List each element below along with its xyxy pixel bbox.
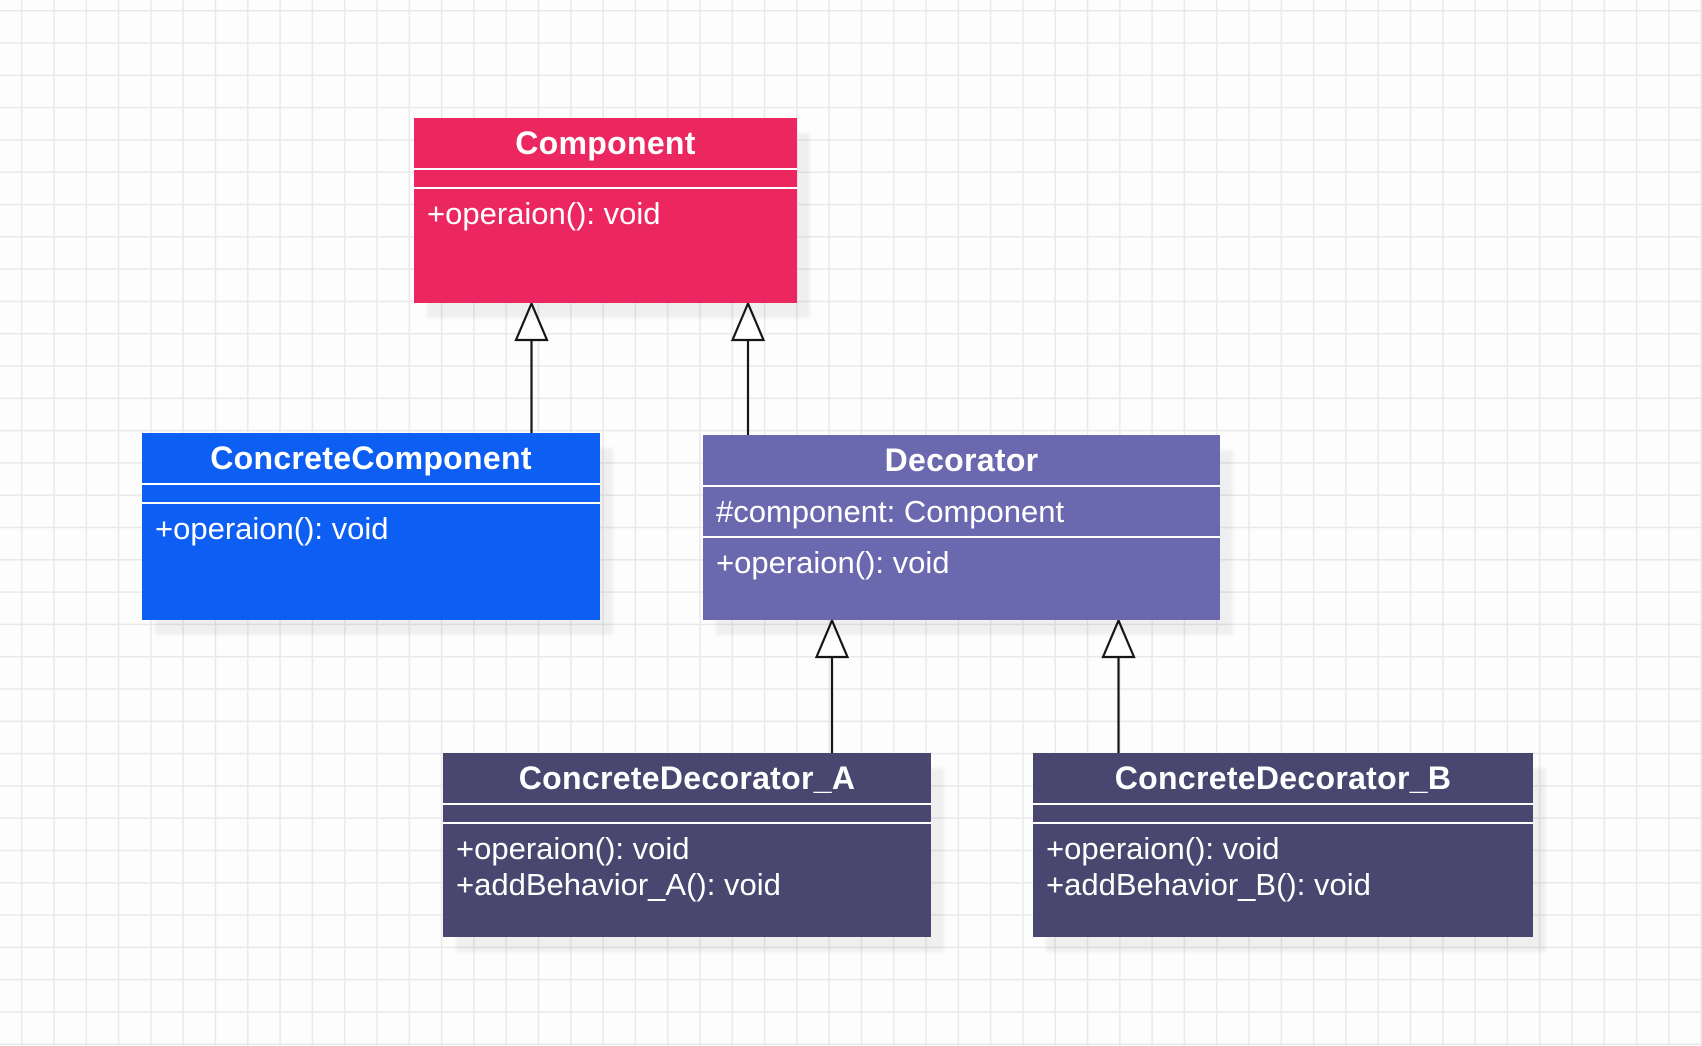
method-label: +operaion(): void [456, 831, 690, 866]
class-title: ConcreteComponent [142, 433, 600, 485]
class-attributes-empty [414, 170, 797, 189]
class-methods: +operaion(): void [414, 189, 797, 303]
attribute-label: #component: Component [716, 493, 1065, 529]
method-label: +operaion(): void [155, 511, 389, 546]
class-attributes: #component: Component [703, 487, 1220, 538]
method-label: +operaion(): void [1046, 831, 1280, 866]
class-concrete-component[interactable]: ConcreteComponent +operaion(): void [142, 433, 600, 620]
arrow-concretedecorator-b-to-decorator[interactable] [1101, 617, 1136, 755]
method-label: +operaion(): void [716, 545, 950, 580]
method-label: +operaion(): void [427, 196, 661, 231]
inheritance-arrowhead-icon [814, 617, 850, 659]
inheritance-arrowhead-icon [514, 300, 549, 342]
class-methods: +operaion(): void [142, 504, 600, 620]
class-methods: +operaion(): void +addBehavior_A(): void [443, 824, 931, 937]
class-methods: +operaion(): void [703, 538, 1220, 620]
class-attributes-empty [142, 485, 600, 504]
class-title: Component [414, 118, 797, 170]
class-component[interactable]: Component +operaion(): void [414, 118, 797, 303]
class-concrete-decorator-b[interactable]: ConcreteDecorator_B +operaion(): void +a… [1033, 753, 1533, 937]
class-attributes-empty [443, 805, 931, 824]
class-concrete-decorator-a[interactable]: ConcreteDecorator_A +operaion(): void +a… [443, 753, 931, 937]
class-methods: +operaion(): void +addBehavior_B(): void [1033, 824, 1533, 937]
class-title: ConcreteDecorator_B [1033, 753, 1533, 805]
class-decorator[interactable]: Decorator #component: Component +operaio… [703, 435, 1220, 620]
inheritance-arrowhead-icon [730, 300, 766, 342]
class-attributes-empty [1033, 805, 1533, 824]
class-title: Decorator [703, 435, 1220, 487]
inheritance-arrowhead-icon [1101, 617, 1136, 659]
class-title: ConcreteDecorator_A [443, 753, 931, 805]
arrow-concretecomponent-to-component[interactable] [514, 300, 549, 435]
method-label: +addBehavior_B(): void [1046, 867, 1371, 902]
method-label: +addBehavior_A(): void [456, 867, 781, 902]
arrow-concretedecorator-a-to-decorator[interactable] [814, 617, 850, 755]
arrow-decorator-to-component[interactable] [730, 300, 766, 437]
